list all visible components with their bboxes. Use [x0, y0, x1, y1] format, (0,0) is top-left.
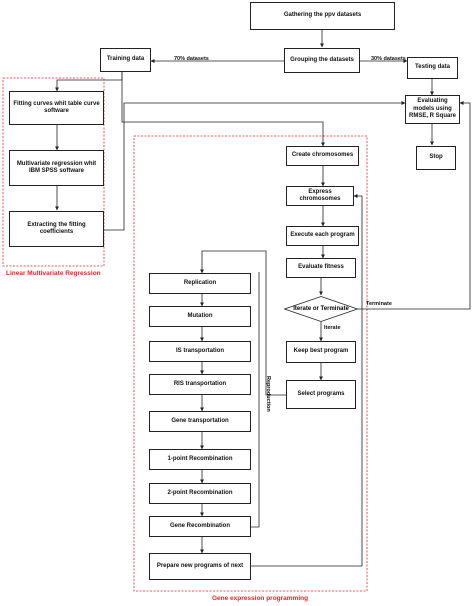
- gene-transport-node: Gene transportation: [149, 411, 251, 432]
- evaluating-node: Evaluating models using RMSE, R Square: [405, 95, 460, 124]
- prepare-programs-node: Prepare new programs of next: [149, 553, 251, 580]
- label-terminate: Terminate: [366, 301, 392, 307]
- extracting-node: Extracting the fitting coefficients: [9, 211, 104, 247]
- testing-node: Testing data: [407, 57, 458, 79]
- stop-node: Stop: [416, 146, 456, 170]
- decision-diamond-shape: [284, 296, 358, 322]
- lmr-region-border: [2, 77, 105, 267]
- gene-recombination-node: Gene Recombination: [149, 516, 251, 537]
- is-transport-node: IS transportation: [149, 341, 251, 362]
- decision-label: Iterate or Terminate: [293, 306, 349, 312]
- region-lmr-title: Linear Multivariate Regression: [6, 270, 101, 277]
- keep-best-node: Keep best program: [286, 341, 356, 363]
- edge-training-fitting: [55, 72, 123, 92]
- select-programs-node: Select programs: [286, 380, 356, 409]
- edge-extracting-evaluating: [104, 101, 406, 231]
- label-70pct: 70% datasets: [174, 56, 209, 62]
- fitting-curves-node: Fitting curves whit table curve software: [9, 91, 104, 125]
- one-point-node: 1-point Recombination: [149, 449, 251, 470]
- region-gep-title: Gene expression programming: [212, 595, 309, 602]
- evaluate-fitness-node: Evaluate fitness: [286, 258, 356, 278]
- create-chromosomes-node: Create chromosomes: [286, 146, 359, 166]
- edge-training-create: [121, 72, 325, 147]
- gathering-node: Gathering the ppv datasets: [250, 2, 395, 30]
- mutation-node: Mutation: [149, 306, 251, 327]
- execute-program-node: Execute each program: [286, 226, 359, 246]
- edge-prepare-express: [251, 194, 363, 567]
- express-chromosomes-node: Express chromosomes: [286, 186, 354, 206]
- multivariate-node: Multivariate regression whit IBM SPSS so…: [9, 150, 104, 186]
- edge-diamond-terminate: [358, 101, 471, 310]
- grouping-node: Grouping the datasets: [284, 48, 360, 73]
- iterate-terminate-decision: Iterate or Terminate: [284, 296, 358, 322]
- ris-transport-node: RIS transportation: [149, 374, 251, 395]
- replication-node: Replication: [149, 273, 251, 294]
- label-iterate: Iterate: [324, 325, 341, 331]
- training-node: Training data: [100, 48, 151, 72]
- edge-select-replication: [200, 250, 286, 396]
- gep-region-border: [133, 135, 368, 592]
- two-point-node: 2-point Recombination: [149, 483, 251, 504]
- edge-generecomb-side: [251, 272, 260, 528]
- label-30pct: 30% datasets: [371, 56, 406, 62]
- label-reproduction: Reproduction: [265, 376, 271, 412]
